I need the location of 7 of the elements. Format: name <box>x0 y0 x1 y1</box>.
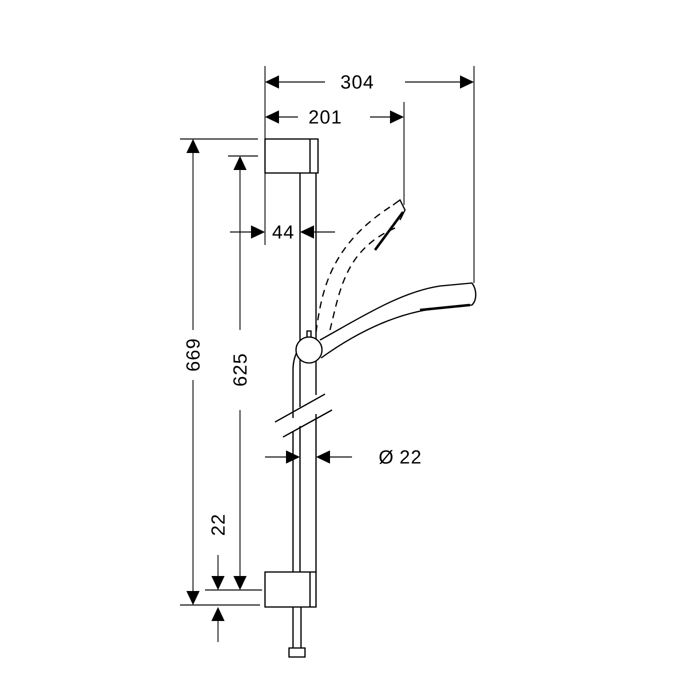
dimension-label: 304 <box>341 75 374 89</box>
dimension-label: 22 <box>211 515 225 535</box>
dimension-label: 669 <box>186 339 200 371</box>
dimension-label: 44 <box>272 225 294 239</box>
dimension-label: Ø 22 <box>379 450 420 464</box>
dimension-label: 625 <box>233 354 247 386</box>
dimension-label: 201 <box>309 110 341 124</box>
